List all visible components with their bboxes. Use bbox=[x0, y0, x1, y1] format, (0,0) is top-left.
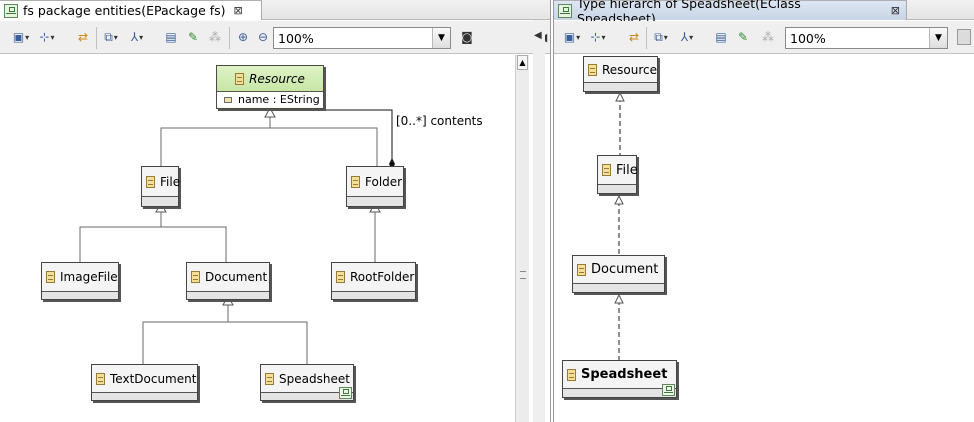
right-editor-panel: Type hierarch of Speadsheet(EClass Spead… bbox=[553, 0, 974, 422]
export-icon[interactable]: ▤ bbox=[715, 30, 727, 44]
zoom-in-icon[interactable]: ⊕ bbox=[237, 30, 249, 44]
export-icon[interactable]: ▤ bbox=[165, 30, 177, 44]
class-imagefile[interactable]: ImageFile bbox=[41, 262, 119, 300]
left-editor-panel: fs package entities(EPackage fs) ⊠ ▣ ⊹ ⇄… bbox=[0, 0, 551, 422]
layout-icon[interactable]: ▣ bbox=[563, 29, 581, 45]
layout-icon[interactable]: ▣ bbox=[12, 29, 30, 45]
class-speadsheet[interactable]: Speadsheet bbox=[562, 360, 677, 398]
class-icon bbox=[191, 271, 200, 283]
class-resource[interactable]: Resource bbox=[583, 56, 658, 92]
class-icon bbox=[46, 271, 55, 283]
tab-package-entities[interactable]: fs package entities(EPackage fs) ⊠ bbox=[0, 0, 262, 20]
class-name: Resource bbox=[249, 71, 305, 86]
class-name: File bbox=[616, 162, 638, 178]
class-speadsheet[interactable]: Speadsheet bbox=[260, 364, 354, 401]
filter-icon[interactable]: ⊹ bbox=[38, 29, 56, 45]
class-name: Speadsheet bbox=[581, 367, 668, 382]
left-toolbar: ▣ ⊹ ⇄ ⧉ ⅄ ▤ ✎ ⁂ ⊕ ⊖ 100% ▼ ◙ ◀ bbox=[0, 21, 550, 54]
zoom-value: 100% bbox=[278, 30, 314, 46]
class-icon bbox=[567, 368, 576, 381]
attribute-compartment: name : EString bbox=[217, 91, 323, 107]
class-icon bbox=[336, 271, 345, 283]
class-name: Speadsheet bbox=[279, 371, 350, 386]
class-icon bbox=[588, 63, 597, 76]
zoom-combo[interactable]: 100% ▼ bbox=[785, 27, 948, 49]
diagram-icon bbox=[4, 3, 18, 18]
refresh-icon[interactable]: ⇄ bbox=[77, 30, 89, 44]
left-tab-bar: fs package entities(EPackage fs) ⊠ bbox=[0, 0, 550, 20]
disabled-action-icon: ⁂ bbox=[762, 30, 774, 44]
attribute-icon bbox=[224, 96, 232, 103]
hierarchy-links bbox=[614, 91, 625, 360]
class-name: RootFolder bbox=[350, 270, 415, 284]
close-icon[interactable]: ⊠ bbox=[233, 4, 243, 17]
scroll-grip-icon[interactable] bbox=[520, 271, 526, 279]
class-document[interactable]: Document bbox=[572, 255, 665, 293]
overflow-button[interactable] bbox=[957, 29, 971, 45]
select-icon[interactable]: ⧉ bbox=[102, 29, 120, 45]
disabled-action-icon: ⁂ bbox=[209, 30, 221, 44]
class-icon bbox=[351, 175, 360, 188]
hierarchy-badge-icon bbox=[662, 384, 675, 396]
zoom-value: 100% bbox=[790, 30, 826, 46]
left-diagram-canvas[interactable]: Resource name : EString [0..*] contents … bbox=[10, 55, 515, 422]
scroll-up-arrow-icon[interactable]: ▲ bbox=[517, 55, 528, 70]
class-file[interactable]: File bbox=[141, 166, 181, 207]
class-name: Document bbox=[205, 270, 268, 284]
diagram-icon bbox=[558, 3, 572, 18]
camera-icon[interactable]: ◙ bbox=[461, 30, 473, 44]
association-label[interactable]: [0..*] contents bbox=[396, 114, 483, 128]
chevron-down-icon[interactable]: ▼ bbox=[432, 28, 450, 48]
class-folder[interactable]: Folder bbox=[346, 166, 404, 207]
edit-icon[interactable]: ✎ bbox=[737, 30, 749, 44]
hierarchy-badge-icon bbox=[339, 387, 352, 399]
class-icon bbox=[96, 372, 105, 385]
class-file[interactable]: File bbox=[597, 155, 638, 194]
class-icon bbox=[265, 372, 274, 385]
zoom-out-icon[interactable]: ⊖ bbox=[257, 30, 269, 44]
left-vertical-scrollbar[interactable]: ▲ bbox=[515, 55, 529, 422]
class-icon bbox=[235, 72, 245, 85]
minimize-arrow-icon[interactable]: ◀ bbox=[534, 30, 542, 41]
hierarchy-icon[interactable]: ⅄ bbox=[128, 29, 146, 45]
class-icon bbox=[602, 164, 611, 176]
edit-icon[interactable]: ✎ bbox=[187, 30, 199, 44]
right-toolbar: ▣ ⊹ ⇄ ⧉ ⅄ ▤ ✎ ⁂ 100% ▼ bbox=[554, 21, 974, 54]
view-sash[interactable]: ◀ bbox=[533, 20, 545, 422]
hierarchy-icon[interactable]: ⅄ bbox=[678, 29, 696, 45]
class-name: ImageFile bbox=[60, 270, 118, 284]
tab-type-hierarchy[interactable]: Type hierarch of Speadsheet(EClass Spead… bbox=[554, 0, 907, 26]
filter-icon[interactable]: ⊹ bbox=[589, 29, 607, 45]
refresh-icon[interactable]: ⇄ bbox=[628, 30, 640, 44]
class-name: Document bbox=[591, 262, 659, 277]
class-icon bbox=[146, 175, 155, 188]
class-name: TextDocument bbox=[110, 371, 197, 386]
chevron-down-icon[interactable]: ▼ bbox=[929, 28, 947, 48]
class-name: Resource bbox=[602, 62, 658, 77]
class-textdocument[interactable]: TextDocument bbox=[91, 364, 198, 401]
class-icon bbox=[577, 263, 586, 276]
class-document[interactable]: Document bbox=[186, 262, 270, 300]
right-tab-bar: Type hierarch of Speadsheet(EClass Spead… bbox=[554, 0, 974, 26]
class-resource[interactable]: Resource name : EString bbox=[216, 65, 324, 109]
attribute-row[interactable]: name : EString bbox=[217, 92, 323, 107]
close-icon[interactable]: ⊠ bbox=[890, 4, 900, 17]
class-name: Folder bbox=[365, 174, 403, 189]
class-name: File bbox=[160, 174, 181, 189]
zoom-combo[interactable]: 100% ▼ bbox=[273, 27, 451, 49]
class-rootfolder[interactable]: RootFolder bbox=[331, 262, 416, 300]
attribute-label: name : EString bbox=[238, 93, 320, 106]
right-diagram-canvas[interactable]: Resource File Document Speadsheet bbox=[554, 55, 974, 422]
tab-title: fs package entities(EPackage fs) bbox=[23, 3, 226, 18]
select-icon[interactable]: ⧉ bbox=[652, 29, 670, 45]
